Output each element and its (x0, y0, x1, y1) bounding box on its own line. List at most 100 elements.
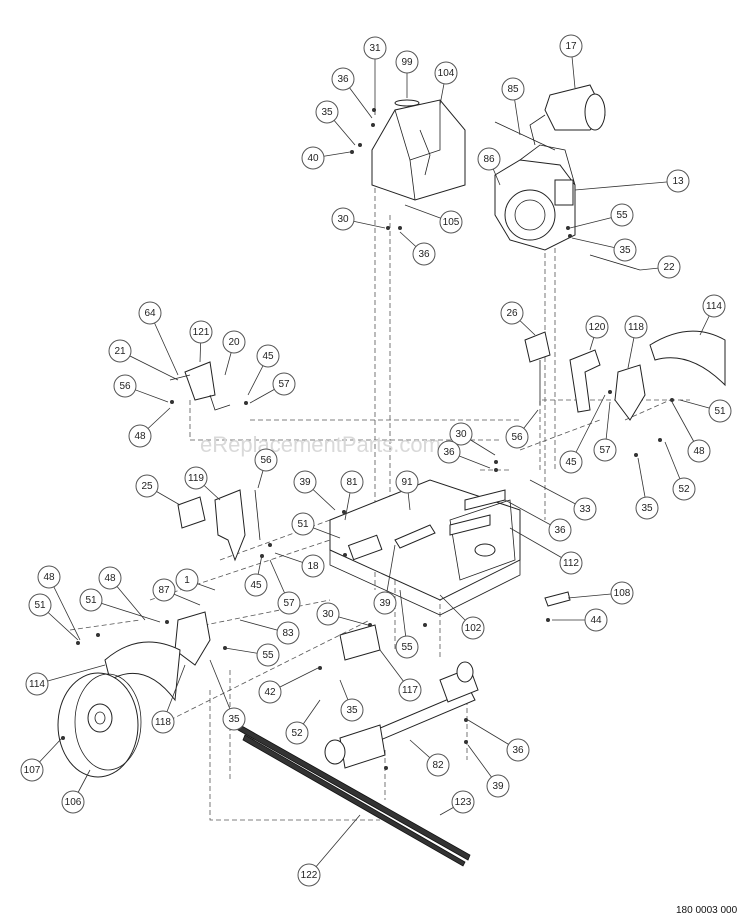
callout-number: 48 (104, 573, 116, 584)
callout-number: 87 (158, 585, 170, 596)
callout-42: 42 (258, 680, 282, 704)
callout-circle (25, 672, 49, 696)
callout-35: 35 (635, 496, 659, 520)
callout-circle (331, 207, 355, 231)
callout-26: 26 (500, 301, 524, 325)
callout-circle (439, 210, 463, 234)
bracket-118-left (174, 611, 211, 666)
callout-circle (395, 635, 419, 659)
callout-number: 112 (563, 558, 579, 569)
callout-114: 114 (702, 294, 726, 318)
callout-30: 30 (316, 602, 340, 626)
callout-number: 48 (693, 446, 705, 457)
callout-36: 36 (412, 242, 436, 266)
callout-circle (687, 439, 711, 463)
callout-33: 33 (573, 497, 597, 521)
callout-119: 119 (184, 466, 208, 490)
callout-number: 22 (663, 262, 675, 273)
callout-106: 106 (61, 790, 85, 814)
callout-circle (20, 758, 44, 782)
callout-39: 39 (293, 470, 317, 494)
callout-circle (138, 301, 162, 325)
callout-circle (559, 450, 583, 474)
callout-number: 45 (565, 457, 577, 468)
callout-55: 55 (256, 643, 280, 667)
callout-87: 87 (152, 578, 176, 602)
callout-circle (635, 496, 659, 520)
leader-line (509, 527, 572, 564)
callout-18: 18 (301, 554, 325, 578)
callout-85: 85 (501, 77, 525, 101)
callout-number: 121 (193, 327, 210, 338)
callout-circle (373, 591, 397, 615)
callout-circle (449, 422, 473, 446)
callout-56: 56 (113, 374, 137, 398)
callout-circle (152, 578, 176, 602)
callout-circle (437, 440, 461, 464)
callout-number: 64 (144, 308, 156, 319)
callout-52: 52 (672, 477, 696, 501)
callout-51: 51 (708, 399, 732, 423)
leader-line (90, 599, 161, 623)
callout-circle (293, 470, 317, 494)
shaft (394, 524, 436, 549)
callout-39: 39 (373, 591, 397, 615)
callout-circle (276, 621, 300, 645)
callout-number: 99 (401, 57, 413, 68)
callout-circle (434, 61, 458, 85)
callout-35: 35 (340, 698, 364, 722)
callout-circle (98, 566, 122, 590)
callout-48: 48 (98, 566, 122, 590)
callout-number: 118 (628, 322, 644, 333)
muffler (529, 84, 606, 146)
callout-circle (61, 790, 85, 814)
callout-40: 40 (301, 146, 325, 170)
drawing-number: 180 0003 000 (676, 905, 738, 916)
callout-circle (624, 315, 648, 339)
callout-circle (285, 721, 309, 745)
callout-55: 55 (610, 203, 634, 227)
callout-number: 114 (29, 679, 45, 690)
callout-circle (610, 203, 634, 227)
callout-45: 45 (559, 450, 583, 474)
callout-circle (128, 424, 152, 448)
control-bracket (169, 361, 231, 411)
handle-108 (544, 591, 571, 607)
callout-83: 83 (276, 621, 300, 645)
callout-48: 48 (37, 565, 61, 589)
callout-circle (461, 616, 485, 640)
bracket-117 (339, 624, 381, 661)
callout-circle (610, 581, 634, 605)
callout-35: 35 (613, 238, 637, 262)
callout-64: 64 (138, 301, 162, 325)
callout-number: 35 (641, 503, 653, 514)
callout-number: 55 (401, 642, 413, 653)
callout-number: 104 (438, 68, 455, 79)
callout-104: 104 (434, 61, 458, 85)
callout-number: 106 (65, 797, 82, 808)
callout-number: 118 (155, 717, 171, 728)
watermark: eReplacementParts.com (200, 432, 441, 457)
callout-number: 20 (228, 337, 240, 348)
callout-circle (585, 315, 609, 339)
callout-45: 45 (244, 573, 268, 597)
callout-107: 107 (20, 758, 44, 782)
callout-circle (426, 753, 450, 777)
callout-number: 30 (337, 214, 349, 225)
callout-13: 13 (666, 169, 690, 193)
engine (494, 144, 576, 251)
callout-number: 55 (262, 650, 274, 661)
callout-circle (548, 518, 572, 542)
callout-circle (593, 438, 617, 462)
callout-number: 35 (228, 714, 240, 725)
hardware-dots (61, 108, 674, 770)
bracket-118-right (614, 364, 646, 421)
callout-circle (222, 330, 246, 354)
blower-housing (371, 99, 466, 201)
callout-36: 36 (506, 738, 530, 762)
callout-circle (702, 294, 726, 318)
callout-circle (486, 774, 510, 798)
callout-57: 57 (272, 372, 296, 396)
callout-circle (108, 339, 132, 363)
callout-circle (258, 680, 282, 704)
